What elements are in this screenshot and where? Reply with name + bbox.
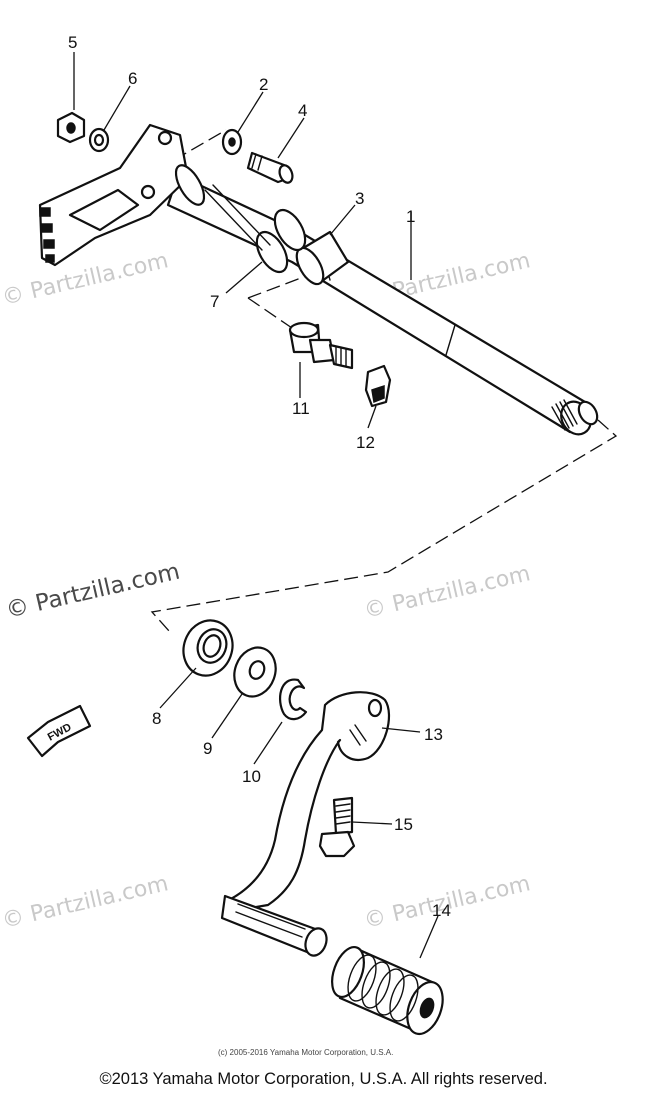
washer-part-2	[221, 128, 243, 156]
washer-part-9	[233, 646, 277, 698]
collar-part-3	[295, 230, 350, 286]
callout-14: 14	[432, 901, 451, 920]
callout-3: 3	[355, 189, 364, 208]
callout-9: 9	[203, 739, 212, 758]
forward-arrow-icon: FWD	[26, 704, 92, 758]
watermark-top-left: © Partzilla.com	[0, 248, 171, 311]
watermark-bottom-left: © Partzilla.com	[0, 871, 171, 934]
callout-6: 6	[128, 69, 137, 88]
pedal-rubber-ribs	[347, 954, 419, 1022]
shift-arm	[38, 123, 206, 267]
callout-15: 15	[394, 815, 413, 834]
callout-1: 1	[406, 207, 415, 226]
callout-leaders	[73, 52, 439, 959]
callout-2: 2	[259, 75, 268, 94]
pedal-rubber-part-14	[331, 946, 444, 1036]
callout-5: 5	[68, 33, 77, 52]
callout-11: 11	[292, 399, 310, 418]
shift-pedal-part-13	[220, 691, 390, 957]
callout-4: 4	[298, 101, 307, 120]
shaft-spline	[551, 399, 578, 431]
circlip-part-10	[279, 678, 308, 721]
inner-copyright: (c) 2005-2016 Yamaha Motor Corporation, …	[218, 1048, 393, 1057]
watermark-middle-left: © Partzilla.com	[4, 559, 183, 624]
stopper-bolt-part-11	[288, 321, 354, 370]
callout-8: 8	[152, 709, 161, 728]
nut-part-5	[56, 111, 86, 144]
pin-part-4	[246, 151, 294, 184]
callout-12: 12	[356, 433, 375, 452]
callout-7: 7	[210, 292, 219, 311]
spring-part-7	[204, 184, 307, 274]
watermark-middle-right: © Partzilla.com	[362, 561, 533, 624]
lock-washer-part-6	[88, 127, 110, 153]
shift-arm-teeth	[39, 207, 55, 263]
footer-copyright: ©2013 Yamaha Motor Corporation, U.S.A. A…	[99, 1070, 548, 1088]
oil-seal-part-8	[182, 619, 234, 677]
callout-13: 13	[424, 725, 443, 744]
clip-part-12	[364, 364, 392, 408]
callout-labels: 1 2 3 4 5 6 7 8 9 10 11 12 13 14 15	[68, 33, 451, 920]
callout-10: 10	[242, 767, 261, 786]
bolt-part-15	[318, 796, 356, 858]
